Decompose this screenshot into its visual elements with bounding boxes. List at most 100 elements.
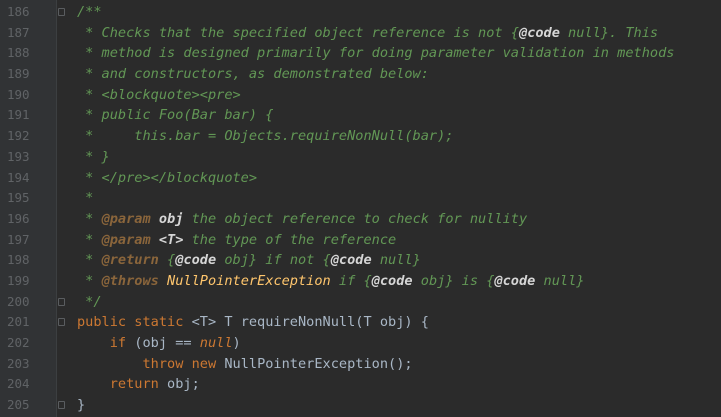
- code-text[interactable]: */: [77, 292, 102, 313]
- code-token: obj} if not {: [216, 252, 331, 269]
- code-token: throw new: [142, 355, 225, 372]
- code-text[interactable]: * }: [77, 147, 110, 168]
- code-token: *: [77, 252, 102, 269]
- code-token: [77, 356, 142, 372]
- code-text[interactable]: throw new NullPointerException();: [77, 354, 413, 375]
- code-text[interactable]: /**: [77, 2, 102, 23]
- code-text[interactable]: }: [77, 395, 85, 416]
- code-text[interactable]: * @return {@code obj} if not {@code null…: [77, 250, 421, 271]
- code-token: public static: [77, 314, 192, 331]
- code-line[interactable]: 199 * @throws NullPointerException if {@…: [0, 271, 721, 292]
- code-line[interactable]: 193 * }: [0, 147, 721, 168]
- code-line[interactable]: 195 *: [0, 188, 721, 209]
- code-line[interactable]: 202 if (obj == null): [0, 333, 721, 354]
- fold-open-icon[interactable]: [58, 8, 65, 16]
- code-line[interactable]: 205}: [0, 395, 721, 416]
- code-token: null}: [371, 252, 421, 269]
- code-token: @return: [101, 252, 159, 269]
- code-token: */: [77, 293, 102, 310]
- code-token: NullPointerException();: [224, 355, 413, 372]
- fold-open-icon[interactable]: [58, 318, 65, 327]
- code-text[interactable]: * and constructors, as demonstrated belo…: [77, 64, 429, 85]
- line-number: 188: [7, 45, 30, 61]
- code-token: @code: [175, 252, 217, 269]
- code-token: null}. This: [559, 24, 659, 41]
- code-line[interactable]: 186 /**: [0, 2, 721, 23]
- code-token: [151, 232, 159, 248]
- code-token: * public Foo(Bar bar) {: [77, 107, 274, 124]
- code-text[interactable]: * @param <T> the type of the reference: [77, 230, 396, 251]
- line-number: 204: [7, 376, 30, 392]
- code-token: if: [109, 335, 127, 351]
- line-number: 186: [7, 4, 30, 19]
- code-line[interactable]: 196 * @param obj the object reference to…: [0, 209, 721, 230]
- code-line[interactable]: 198 * @return {@code obj} if not {@code …: [0, 250, 721, 271]
- code-token: obj;: [158, 376, 200, 393]
- code-token: @code: [330, 252, 372, 269]
- code-token: *: [77, 231, 102, 248]
- code-token: * }: [77, 148, 110, 165]
- code-text[interactable]: * Checks that the specified object refer…: [77, 23, 658, 44]
- line-number: 192: [7, 128, 30, 144]
- code-token: T requireNonNull(T obj) {: [216, 314, 429, 331]
- code-token: * <blockquote><pre>: [77, 86, 241, 103]
- code-text[interactable]: * this.bar = Objects.requireNonNull(bar)…: [77, 126, 453, 147]
- code-token: <T>: [158, 231, 184, 248]
- line-number: 191: [7, 107, 30, 123]
- code-text[interactable]: public static <T> T requireNonNull(T obj…: [77, 312, 429, 333]
- code-text[interactable]: * @throws NullPointerException if {@code…: [77, 271, 584, 292]
- code-token: @code: [371, 272, 413, 289]
- code-token: obj: [158, 210, 184, 227]
- line-number: 205: [7, 397, 30, 413]
- fold-close-icon[interactable]: [58, 297, 65, 306]
- line-number: 203: [7, 355, 30, 371]
- code-line[interactable]: 204 return obj;: [0, 374, 721, 395]
- code-token: if {: [330, 272, 372, 289]
- line-number-gutter: [0, 0, 57, 417]
- code-line[interactable]: 190 * <blockquote><pre>: [0, 85, 721, 106]
- code-text[interactable]: * </pre></blockquote>: [77, 168, 257, 189]
- code-token: }: [77, 397, 86, 414]
- code-text[interactable]: * @param obj the object reference to che…: [77, 209, 527, 230]
- code-token: @throws: [101, 272, 159, 289]
- fold-close-icon[interactable]: [58, 401, 65, 410]
- code-token: * </pre></blockquote>: [77, 169, 258, 186]
- code-line[interactable]: 194 * </pre></blockquote>: [0, 168, 721, 189]
- line-number: 196: [7, 210, 30, 226]
- code-token: @code: [518, 24, 560, 41]
- line-number: 190: [7, 86, 30, 102]
- code-text[interactable]: * method is designed primarily for doing…: [77, 43, 674, 64]
- line-number: 200: [7, 293, 30, 309]
- code-token: (obj ==: [126, 335, 200, 351]
- code-line[interactable]: 188 * method is designed primarily for d…: [0, 43, 721, 64]
- code-token: @code: [494, 272, 536, 289]
- code-text[interactable]: if (obj == null): [77, 333, 241, 354]
- code-line[interactable]: 191 * public Foo(Bar bar) {: [0, 105, 721, 126]
- code-text[interactable]: * <blockquote><pre>: [77, 85, 241, 106]
- code-line[interactable]: 197 * @param <T> the type of the referen…: [0, 230, 721, 251]
- code-line[interactable]: 200 */: [0, 292, 721, 313]
- code-text[interactable]: *: [77, 188, 93, 209]
- code-token: [77, 335, 110, 351]
- code-token: *: [77, 272, 102, 289]
- code-line[interactable]: 192 * this.bar = Objects.requireNonNull(…: [0, 126, 721, 147]
- line-number: 189: [7, 66, 30, 82]
- code-token: /**: [77, 4, 102, 20]
- code-line[interactable]: 203 throw new NullPointerException();: [0, 354, 721, 375]
- code-text[interactable]: * public Foo(Bar bar) {: [77, 105, 273, 126]
- line-number: 195: [7, 190, 30, 206]
- code-line[interactable]: 187 * Checks that the specified object r…: [0, 23, 721, 44]
- code-token: NullPointerException: [167, 272, 331, 289]
- line-number: 187: [7, 24, 30, 40]
- code-token: * method is designed primarily for doing…: [77, 45, 675, 62]
- code-token: obj} is {: [412, 272, 495, 289]
- line-number: 198: [7, 252, 30, 268]
- code-token: null: [199, 335, 233, 351]
- code-token: [77, 376, 110, 392]
- line-number: 202: [7, 335, 30, 350]
- code-line[interactable]: 189 * and constructors, as demonstrated …: [0, 64, 721, 85]
- code-text[interactable]: return obj;: [77, 374, 200, 395]
